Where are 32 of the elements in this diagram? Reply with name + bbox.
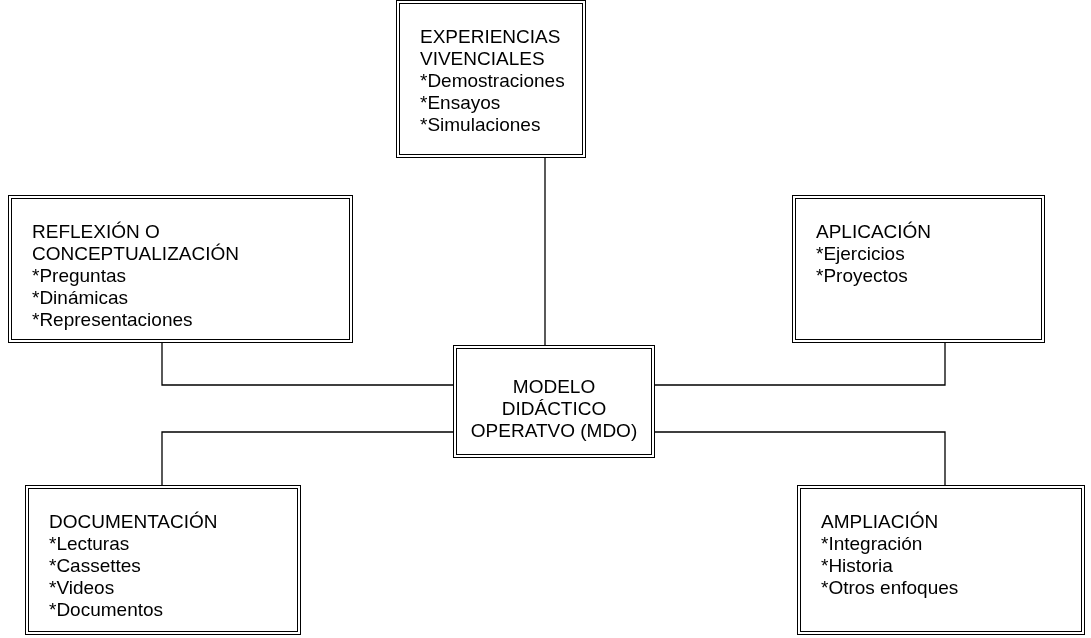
list-item: *Videos (49, 577, 116, 599)
list-item: *Preguntas (32, 265, 127, 287)
list-item: *Proyectos (816, 265, 909, 287)
list-item: *Representaciones (32, 309, 194, 331)
category-heading: EXPERIENCIAS VIVENCIALES (420, 26, 562, 70)
category-heading: AMPLIACIÓN (821, 511, 940, 533)
category-heading: DOCUMENTACIÓN (49, 511, 219, 533)
list-item: *Integración (821, 533, 924, 555)
list-item: *Demostraciones (420, 70, 566, 92)
list-item: *Dinámicas (32, 287, 130, 309)
connector-line (654, 342, 946, 386)
category-box (396, 0, 586, 158)
category-box (25, 485, 301, 635)
concept-title: MODELO DIDÁCTICO OPERATVO (MDO) (469, 375, 639, 442)
connector-line (654, 431, 946, 486)
list-item: *Ejercicios (816, 243, 906, 265)
list-item: *Lecturas (49, 533, 131, 555)
category-box (797, 485, 1085, 635)
list-item: *Documentos (49, 599, 165, 621)
category-box (8, 195, 353, 343)
category-heading: APLICACIÓN (816, 221, 933, 243)
category-heading: REFLEXIÓN O CONCEPTUALIZACIÓN (32, 221, 240, 265)
list-item: *Otros enfoques (821, 577, 960, 599)
list-item: *Ensayos (420, 92, 502, 114)
category-box (792, 195, 1045, 343)
connector-line (544, 157, 546, 346)
connector-line (161, 342, 454, 386)
connector-line (161, 431, 454, 486)
list-item: *Cassettes (49, 555, 142, 577)
central-concept-box (453, 345, 655, 458)
list-item: *Historia (821, 555, 894, 577)
list-item: *Simulaciones (420, 114, 542, 136)
